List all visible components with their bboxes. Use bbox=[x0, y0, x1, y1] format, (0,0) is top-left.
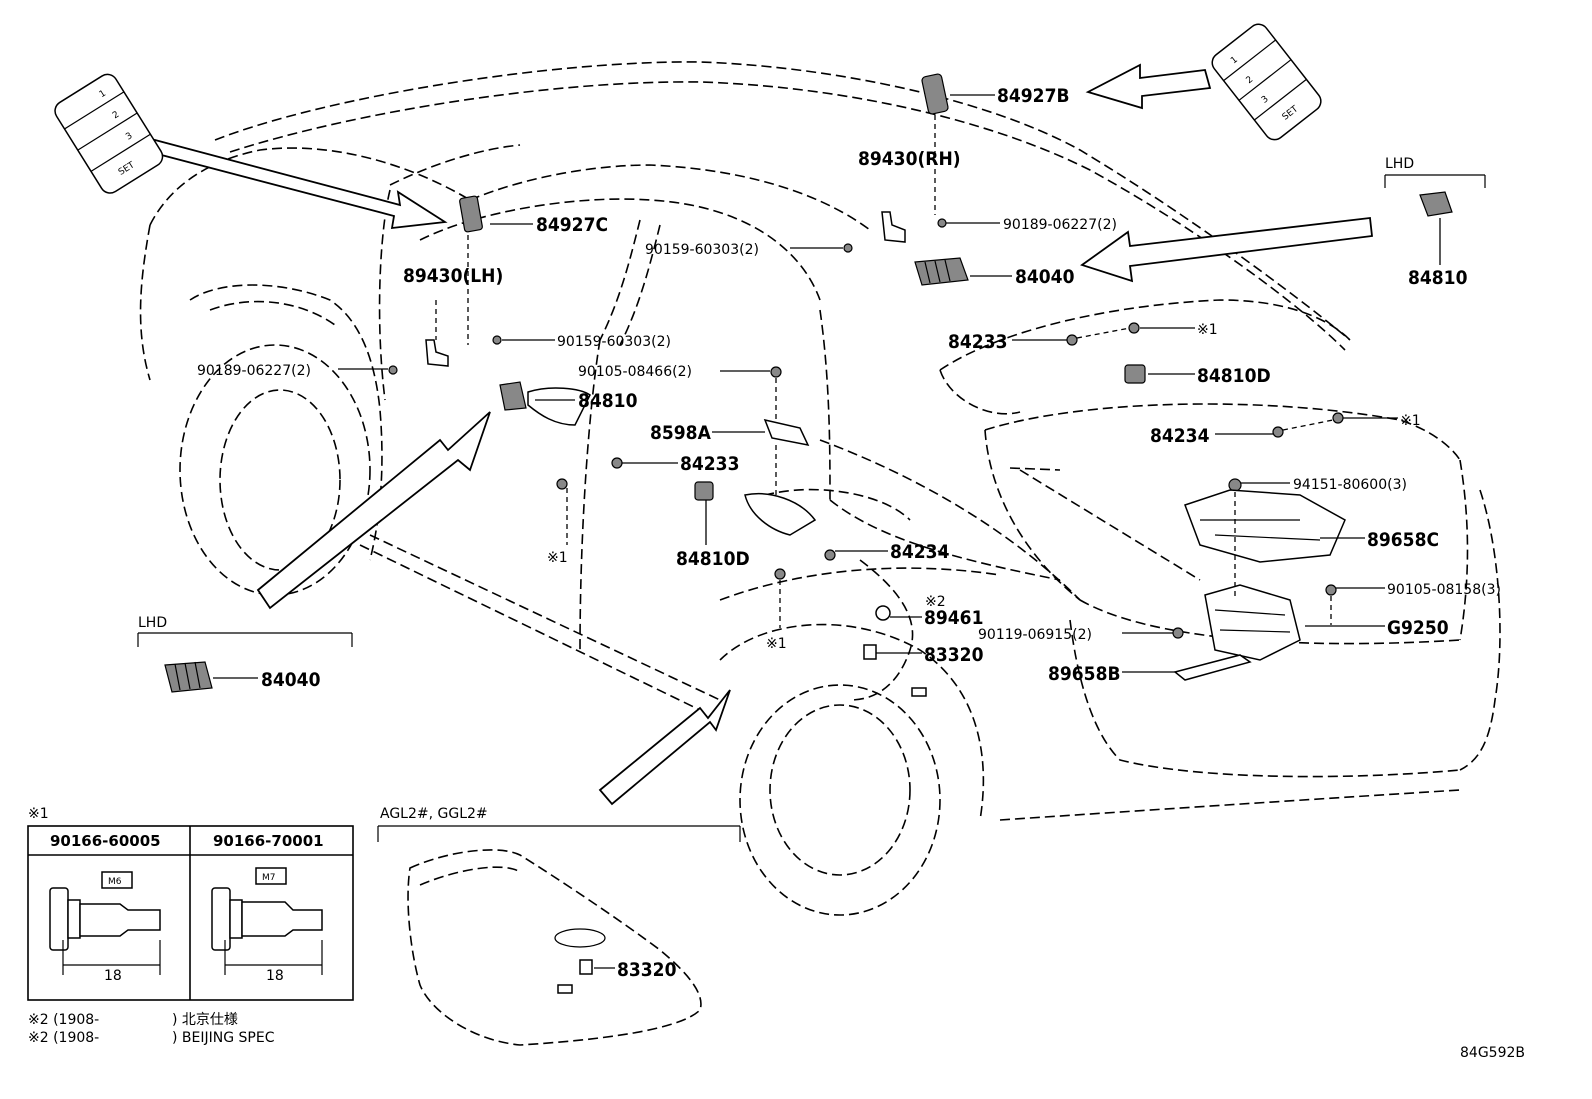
label-90159-lh: 90159-60303(2) bbox=[557, 334, 671, 350]
part-84810-right bbox=[1419, 191, 1453, 217]
diagram-code: 84G592B bbox=[1460, 1045, 1525, 1061]
label-89430-rh: 89430(RH) bbox=[858, 148, 961, 170]
arrow-to-trunk bbox=[598, 689, 731, 806]
switch-left-b1: 1 bbox=[98, 89, 108, 101]
label-89461: 89461 bbox=[924, 607, 983, 629]
lhd-top: LHD bbox=[1385, 156, 1414, 172]
part-89658C bbox=[1184, 489, 1346, 563]
switch-left-b3: 3 bbox=[124, 131, 134, 143]
part-89658B bbox=[1173, 654, 1252, 681]
note-2: ※2 bbox=[925, 594, 946, 610]
label-89658B: 89658B bbox=[1048, 663, 1121, 685]
label-84234-top: 84234 bbox=[1150, 425, 1210, 447]
part-8598A bbox=[763, 418, 810, 447]
car-body-outline bbox=[139, 61, 1501, 916]
bolt-col1-thread: M6 bbox=[108, 877, 122, 887]
bolt-col2-thread: M7 bbox=[262, 873, 276, 883]
bolt-col2-length: 18 bbox=[266, 968, 284, 984]
part-84040-top bbox=[914, 257, 969, 286]
part-84810D-top bbox=[1124, 364, 1146, 384]
switch-right-b3: 3 bbox=[1260, 94, 1271, 105]
footnote-1-suffix: ) 北京仕様 bbox=[172, 1012, 238, 1028]
label-84927C: 84927C bbox=[536, 214, 608, 236]
label-84233-top: 84233 bbox=[948, 331, 1007, 353]
part-84810-center bbox=[499, 381, 591, 426]
part-89430-rh bbox=[881, 211, 906, 243]
label-84233-mid: 84233 bbox=[680, 453, 739, 475]
label-84234-mid: 84234 bbox=[890, 541, 950, 563]
bolt-col1-length: 18 bbox=[104, 968, 122, 984]
inset-agl-ggl: AGL2#, GGL2# 83320 bbox=[377, 806, 741, 1046]
label-89658C: 89658C bbox=[1367, 529, 1439, 551]
label-G9250: G9250 bbox=[1387, 617, 1449, 639]
note-1-a: ※1 bbox=[547, 550, 568, 566]
footnotes: ※2 (1908- ) 北京仕様 ※2 (1908- ) BEIJING SPE… bbox=[28, 1012, 275, 1046]
label-84810D-top: 84810D bbox=[1197, 365, 1271, 387]
bolt-col1-part: 90166-60005 bbox=[50, 832, 161, 850]
bolt-table: ※1 90166-60005 90166-70001 M6 18 M7 bbox=[27, 806, 354, 1001]
arrow-to-84040 bbox=[1080, 217, 1373, 283]
part-89430-lh bbox=[425, 339, 449, 367]
part-83320-main bbox=[863, 644, 877, 660]
part-G9250 bbox=[1204, 584, 1301, 661]
label-83320-inset: 83320 bbox=[617, 959, 677, 981]
part-84927C bbox=[459, 195, 483, 233]
label-84810-center: 84810 bbox=[578, 390, 638, 412]
arrow-to-84927C bbox=[148, 138, 448, 230]
label-90189-lh: 90189-06227(2) bbox=[197, 363, 311, 379]
label-94151: 94151-80600(3) bbox=[1293, 477, 1407, 493]
label-90189-rh: 90189-06227(2) bbox=[1003, 217, 1117, 233]
part-glyphs bbox=[164, 73, 1453, 697]
switch-left-b2: 2 bbox=[111, 110, 121, 122]
arrow-to-84810 bbox=[256, 411, 491, 610]
label-90159-rh: 90159-60303(2) bbox=[645, 242, 759, 258]
bolt-table-marker: ※1 bbox=[28, 806, 49, 822]
footnote-1-prefix: ※2 (1908- bbox=[28, 1012, 99, 1028]
label-84040-lhd: 84040 bbox=[261, 669, 321, 691]
part-84810D-mid bbox=[694, 481, 714, 501]
bolt-col2-part: 90166-70001 bbox=[213, 832, 324, 850]
label-89430-lh: 89430(LH) bbox=[403, 265, 503, 287]
leader-lines bbox=[213, 94, 1441, 679]
note-1-d: ※1 bbox=[766, 636, 787, 652]
label-83320-main: 83320 bbox=[924, 644, 984, 666]
memory-switch-right: 1 2 3 SET bbox=[1211, 23, 1322, 141]
switch-right-b1: 1 bbox=[1229, 55, 1240, 66]
memory-switch-left: 1 2 3 SET bbox=[54, 73, 164, 194]
label-8598A: 8598A bbox=[650, 422, 712, 444]
footnote-2-suffix: ) BEIJING SPEC bbox=[172, 1030, 275, 1046]
label-90105-08466: 90105-08466(2) bbox=[578, 364, 692, 380]
label-84927B: 84927B bbox=[997, 85, 1070, 107]
inset-title: AGL2#, GGL2# bbox=[380, 806, 488, 822]
lhd-left: LHD bbox=[138, 615, 167, 631]
part-labels: 84927B 84927C 89430(RH) 89430(LH) 90189-… bbox=[137, 85, 1501, 691]
part-83320-inset bbox=[579, 959, 593, 975]
label-84040-top: 84040 bbox=[1015, 266, 1075, 288]
label-90119: 90119-06915(2) bbox=[978, 627, 1092, 643]
arrow-to-84927B bbox=[1085, 63, 1212, 110]
bolt-m6-drawing: M6 18 bbox=[49, 871, 161, 984]
switch-right-b2: 2 bbox=[1245, 75, 1256, 86]
label-84810-right: 84810 bbox=[1408, 267, 1468, 289]
note-1-b: ※1 bbox=[1197, 322, 1218, 338]
label-90105-08158: 90105-08158(3) bbox=[1387, 582, 1501, 598]
footnote-2-prefix: ※2 (1908- bbox=[28, 1030, 99, 1046]
bolt-m7-drawing: M7 18 bbox=[211, 867, 323, 984]
part-84927B bbox=[921, 73, 949, 115]
label-84810D-mid: 84810D bbox=[676, 548, 750, 570]
part-84040-lhd bbox=[164, 661, 213, 693]
part-89461 bbox=[875, 605, 891, 621]
pointer-arrows bbox=[148, 63, 1373, 806]
note-1-c: ※1 bbox=[1400, 413, 1421, 429]
